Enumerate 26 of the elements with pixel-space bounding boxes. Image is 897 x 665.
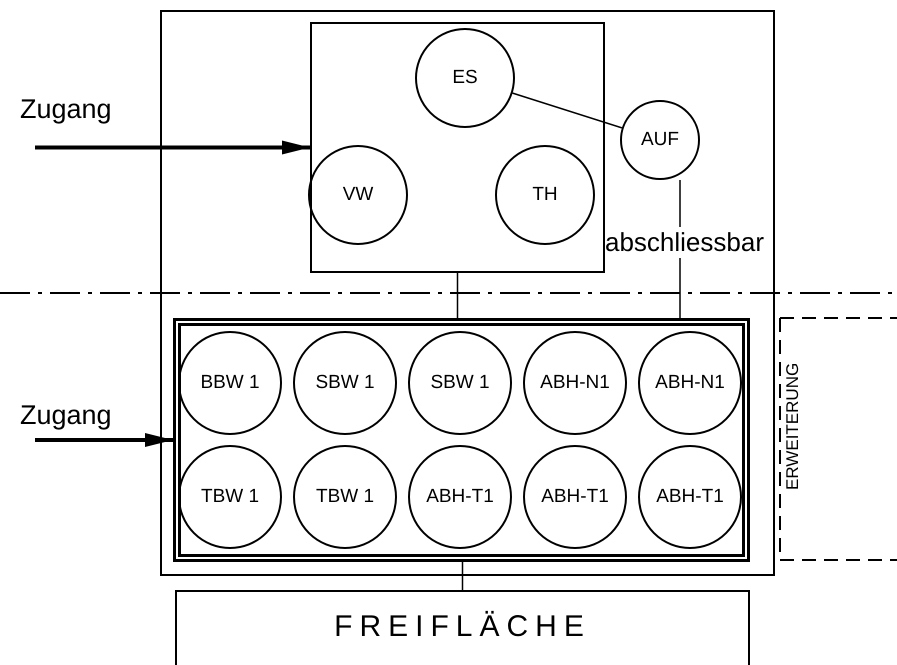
- connector-line: [456, 273, 458, 318]
- area-box: FREIFLÄCHE: [175, 590, 750, 665]
- room-circle: AUF: [620, 100, 700, 180]
- room-circle: TH: [495, 145, 595, 245]
- room-box: [310, 22, 605, 273]
- arrow: [35, 433, 173, 447]
- connector-line: [512, 92, 622, 129]
- room-circle: ES: [415, 28, 515, 128]
- room-circle: ABH-N1: [638, 331, 742, 435]
- room-circle: VW: [308, 145, 408, 245]
- section-label: ERWEITERUNG: [783, 362, 803, 490]
- room-circle: SBW 1: [293, 331, 397, 435]
- room-circle: BBW 1: [178, 331, 282, 435]
- room-circle: ABH-T1: [523, 445, 627, 549]
- room-circle: ABH-N1: [523, 331, 627, 435]
- room-circle: ABH-T1: [638, 445, 742, 549]
- connector-line: [462, 562, 464, 590]
- room-circle: TBW 1: [293, 445, 397, 549]
- arrow: [35, 140, 310, 154]
- room-box: [173, 318, 750, 562]
- room-circle: SBW 1: [408, 331, 512, 435]
- room-circle: ABH-T1: [408, 445, 512, 549]
- edge-label: abschliessbar: [605, 227, 764, 258]
- room-circle: TBW 1: [178, 445, 282, 549]
- access-label: Zugang: [20, 94, 112, 125]
- access-label: Zugang: [20, 400, 112, 431]
